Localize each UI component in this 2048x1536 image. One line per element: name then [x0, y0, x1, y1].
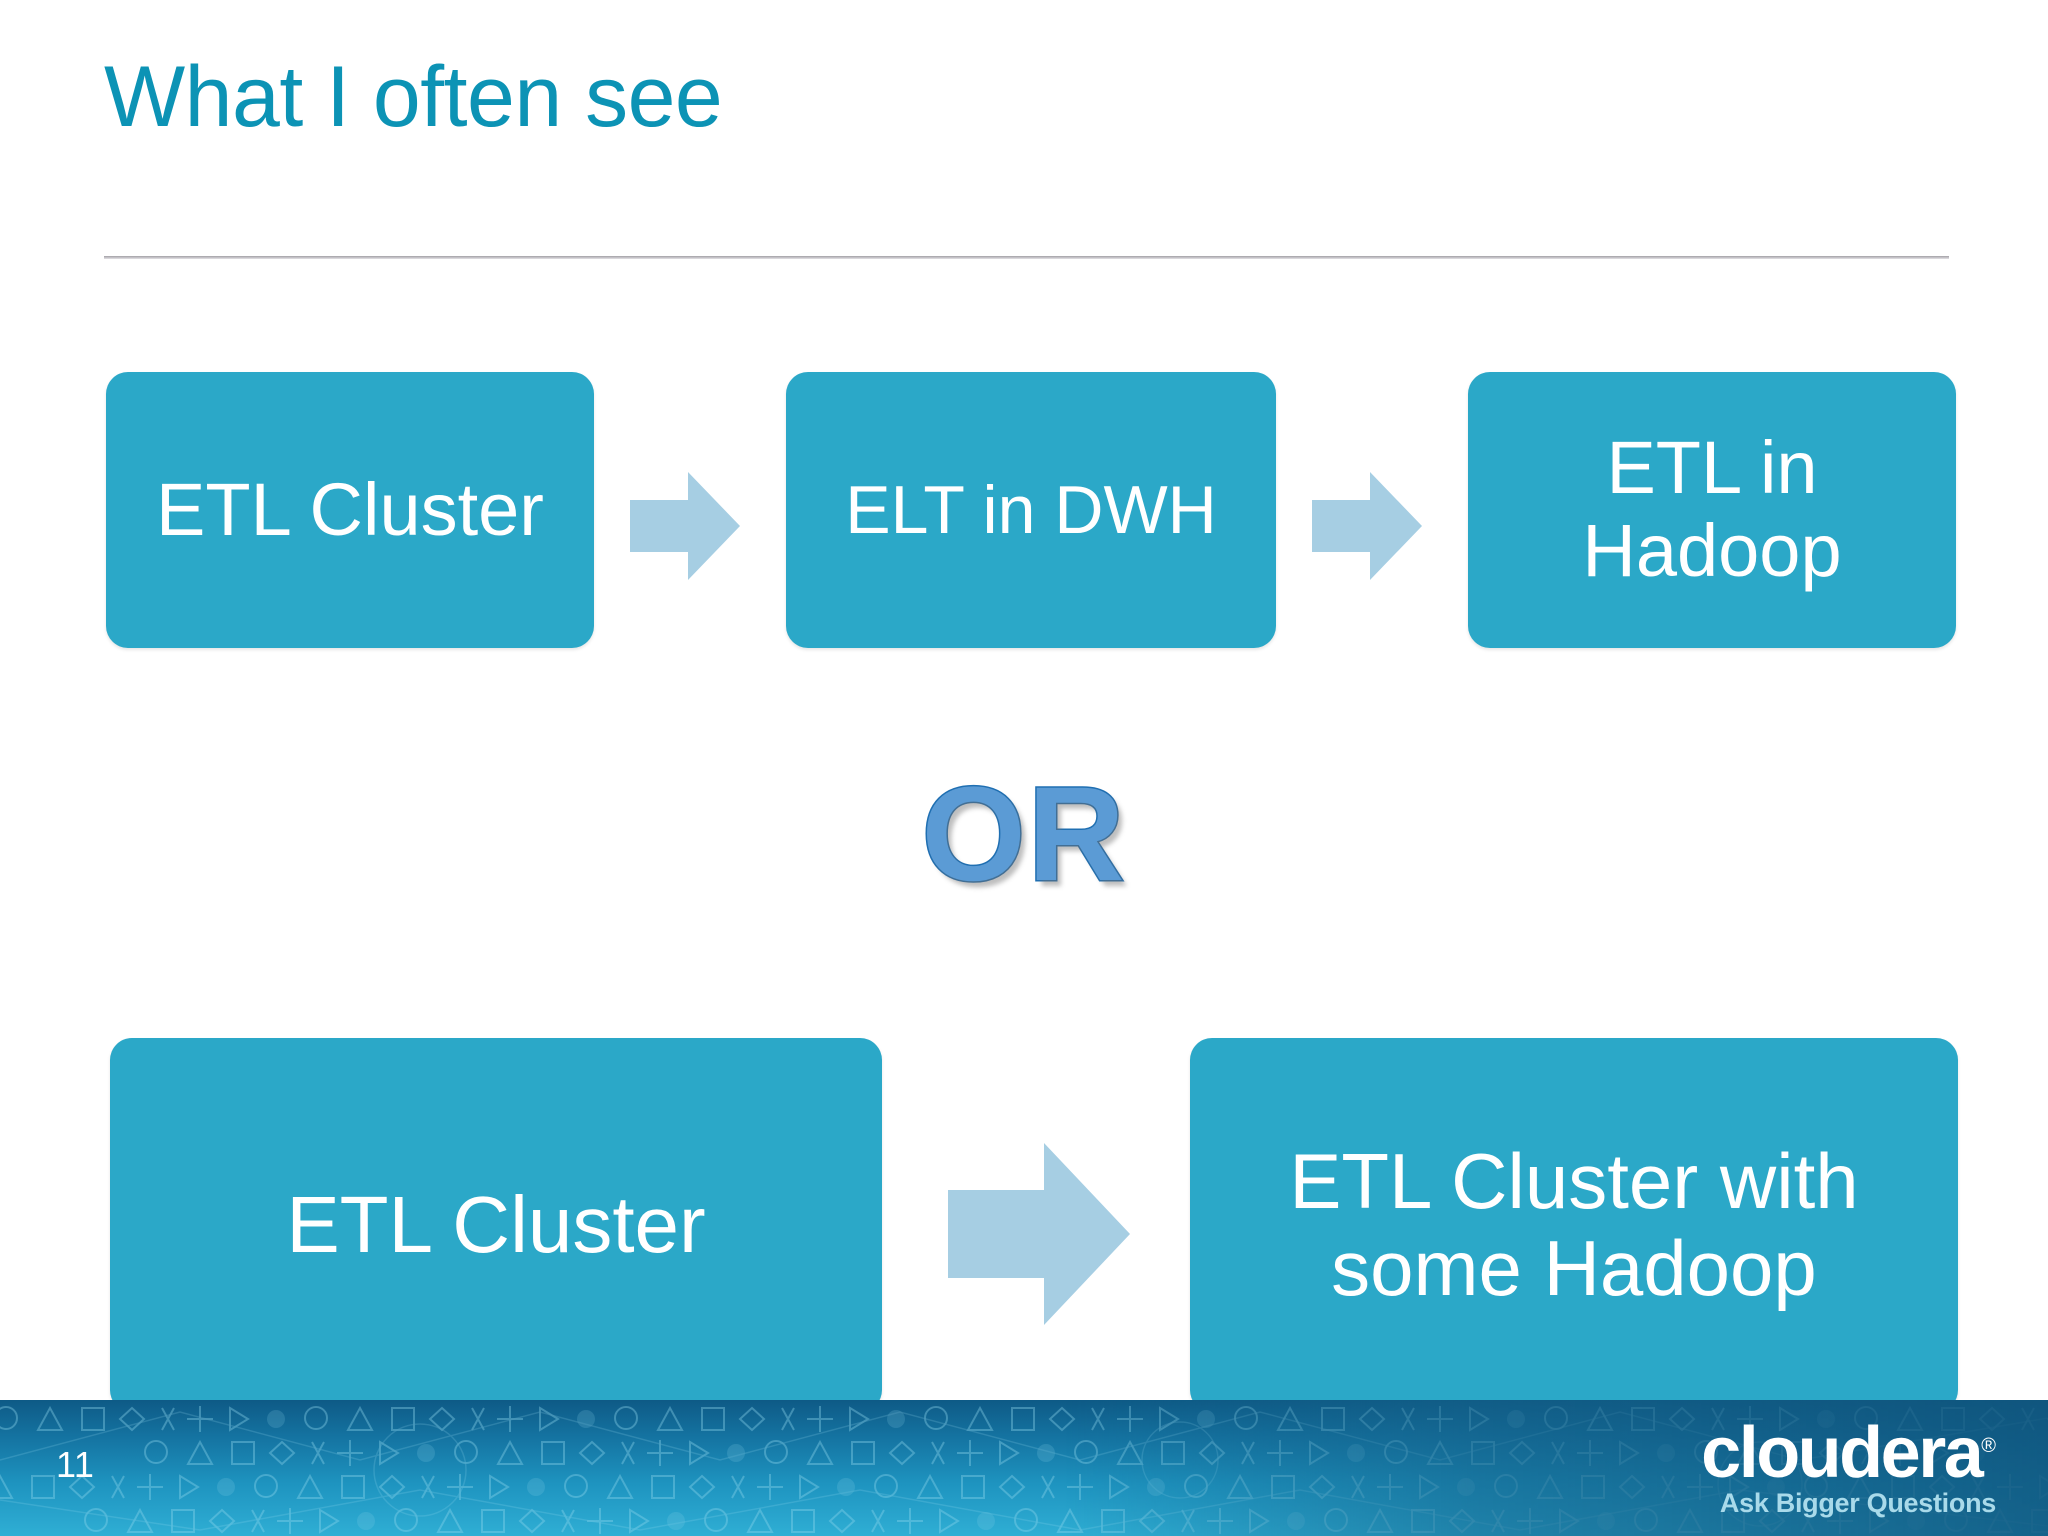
process-box-elt-in-dwh: ELT in DWH	[786, 372, 1276, 648]
logo-wordmark: cloudera®	[1701, 1417, 1996, 1489]
logo-text: cloudera	[1701, 1413, 1984, 1493]
title-divider	[104, 256, 1949, 259]
or-separator-label: OR	[920, 760, 1127, 909]
page-number: 11	[56, 1444, 95, 1485]
arrow-right-icon	[948, 1143, 1130, 1325]
process-box-etl-cluster-with-some-hadoop: ETL Cluster with some Hadoop	[1190, 1038, 1958, 1412]
footer-band	[0, 1400, 2048, 1536]
process-box-label: ETL in Hadoop	[1582, 426, 1842, 592]
process-box-etl-in-hadoop: ETL in Hadoop	[1468, 372, 1956, 648]
arrow-right-icon	[1312, 472, 1422, 580]
cloudera-logo: cloudera® Ask Bigger Questions	[1576, 1417, 1996, 1518]
process-box-label: ETL Cluster with some Hadoop	[1289, 1136, 1859, 1312]
process-box-etl-cluster-alt: ETL Cluster	[110, 1038, 882, 1412]
process-box-label: ELT in DWH	[845, 471, 1217, 548]
arrow-right-icon	[630, 472, 740, 580]
footer-fade-overlay	[0, 1400, 2048, 1536]
page-title: What I often see	[104, 49, 723, 145]
logo-tagline: Ask Bigger Questions	[1719, 1487, 1996, 1518]
process-box-etl-cluster: ETL Cluster	[106, 372, 594, 648]
registered-trademark-icon: ®	[1981, 1435, 1996, 1457]
process-box-label: ETL Cluster	[286, 1180, 706, 1270]
process-box-label: ETL Cluster	[156, 467, 544, 551]
